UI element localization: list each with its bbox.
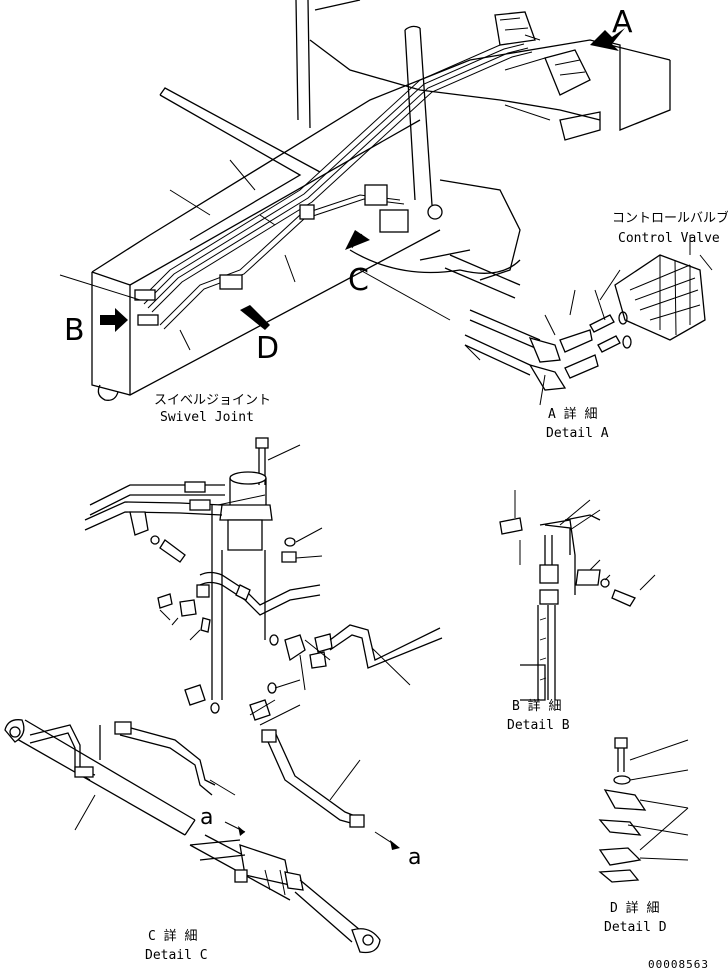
callout-B-label: B: [64, 313, 85, 348]
detail-a-label-en: Detail A: [546, 426, 609, 441]
hose-to-a-assembly: a: [261, 729, 421, 870]
detail-a-label-jp: A 詳 細: [548, 406, 597, 422]
detail-c-label-en: Detail C: [145, 948, 208, 963]
callout-D-label: D: [256, 331, 279, 366]
callout-A-arrow: A: [590, 5, 633, 51]
detail-c-label-jp: C 詳 細: [148, 928, 197, 944]
detail-d-assembly: D 詳 細 Detail D: [598, 737, 689, 935]
drawing-number: 00008563: [648, 958, 709, 971]
callout-B-arrow: B: [64, 308, 128, 348]
detail-a-assembly: コントロールバルブ Control Valve A 詳 細 Detail A: [464, 210, 728, 441]
detail-b-label-jp: B 詳 細: [512, 698, 561, 714]
callout-C-label: C: [348, 263, 369, 298]
callout-A-label: A: [612, 5, 633, 40]
callout-C-marker: C: [345, 230, 370, 298]
hose-a-marker: a: [408, 845, 421, 870]
detail-b-label-en: Detail B: [507, 718, 570, 733]
detail-d-label-jp: D 詳 細: [610, 900, 659, 916]
swivel-joint-assembly: スイベルジョイント Swivel Joint: [84, 393, 443, 726]
detail-b-assembly: B 詳 細 Detail B: [499, 490, 656, 733]
detail-d-label-en: Detail D: [604, 920, 667, 935]
main-frame-assembly: [59, 0, 671, 401]
detail-c-assembly: a C 詳 細 Detail C: [4, 719, 381, 963]
swivel-joint-label-en: Swivel Joint: [160, 410, 254, 425]
control-valve-label-en: Control Valve: [618, 231, 720, 246]
control-valve-label-jp: コントロールバルブ: [612, 210, 728, 226]
swivel-joint-label-jp: スイベルジョイント: [154, 393, 271, 408]
callout-D-arrow: D: [240, 305, 279, 366]
detail-c-a-marker: a: [200, 805, 213, 830]
